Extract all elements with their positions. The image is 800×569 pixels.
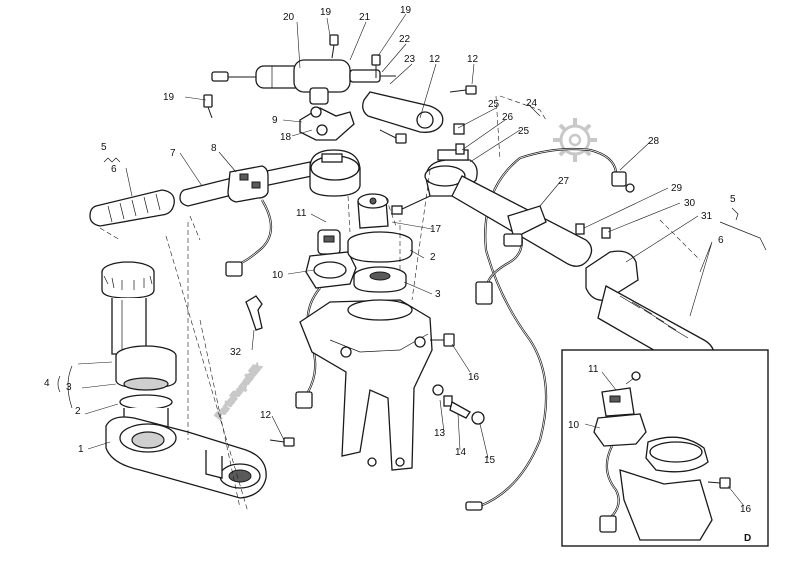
- callout-26: 26: [502, 112, 514, 123]
- callout-12: 12: [467, 54, 479, 65]
- callout-29: 29: [671, 183, 683, 194]
- callout-15: 15: [484, 455, 496, 466]
- callout-10: 10: [568, 420, 580, 431]
- frame-hardware: [430, 333, 485, 425]
- steering-damper: [211, 59, 396, 105]
- callout-2: 2: [430, 252, 436, 263]
- leader-lines: [57, 13, 767, 513]
- callout-31: 31: [701, 211, 713, 222]
- callout-6: 6: [111, 164, 117, 175]
- callout-5: 5: [101, 142, 107, 153]
- callout-4: 4: [44, 378, 50, 389]
- callout-13: 13: [434, 428, 446, 439]
- left-handlebar: [179, 161, 313, 207]
- callout-16: 16: [740, 504, 752, 515]
- callout-12: 12: [260, 410, 272, 421]
- callout-17: 17: [430, 224, 442, 235]
- ignition-switch: [295, 229, 357, 409]
- damper-bracket: [299, 91, 444, 141]
- callout-11: 11: [296, 208, 307, 219]
- right-small-bolts: [453, 123, 611, 239]
- callout-labels: 20 19 21 19 22 23 12 12 19 9 18 25 24 26…: [44, 5, 752, 544]
- callout-23: 23: [404, 54, 416, 65]
- callout-3: 3: [66, 382, 72, 393]
- callout-19: 19: [163, 92, 175, 103]
- callout-14: 14: [455, 447, 467, 458]
- center-stack: [347, 193, 413, 293]
- callout-21: 21: [359, 12, 371, 23]
- lower-triple-clamp: [105, 416, 267, 499]
- steering-head-frame: [299, 299, 433, 471]
- callout-18: 18: [280, 132, 292, 143]
- callout-28: 28: [648, 136, 660, 147]
- callout-2: 2: [75, 406, 81, 417]
- detail-d-inset: [561, 349, 769, 547]
- callout-30: 30: [684, 198, 696, 209]
- callout-7: 7: [170, 148, 176, 159]
- ignition-key: [245, 295, 263, 331]
- left-fork-tube: [101, 261, 177, 429]
- callout-24: 24: [526, 98, 538, 109]
- callout-25: 25: [488, 99, 500, 110]
- callout-10: 10: [272, 270, 284, 281]
- right-handlebar: [451, 175, 593, 305]
- detail-d-label: D: [744, 533, 751, 544]
- bolts-top: [203, 34, 477, 144]
- callout-3: 3: [435, 289, 441, 300]
- callout-5: 5: [730, 194, 736, 205]
- callout-8: 8: [211, 143, 217, 154]
- callout-19: 19: [400, 5, 412, 16]
- callout-32: 32: [230, 347, 242, 358]
- callout-20: 20: [283, 12, 295, 23]
- gear-icon: [553, 118, 597, 162]
- callout-22: 22: [399, 34, 411, 45]
- left-clip-on: [309, 149, 361, 197]
- callout-16: 16: [468, 372, 480, 383]
- callout-9: 9: [272, 115, 278, 126]
- callout-25: 25: [518, 126, 530, 137]
- left-grip: [89, 189, 175, 227]
- callout-1: 1: [78, 444, 84, 455]
- callout-6: 6: [718, 235, 724, 246]
- callout-11: 11: [588, 364, 599, 375]
- left-switch: [225, 165, 273, 277]
- svg-text:PartsRepublik: PartsRepublik: [214, 362, 264, 422]
- callout-27: 27: [558, 176, 570, 187]
- callout-12: 12: [429, 54, 441, 65]
- bolt-12-lower: [269, 437, 295, 447]
- callout-19: 19: [320, 7, 332, 18]
